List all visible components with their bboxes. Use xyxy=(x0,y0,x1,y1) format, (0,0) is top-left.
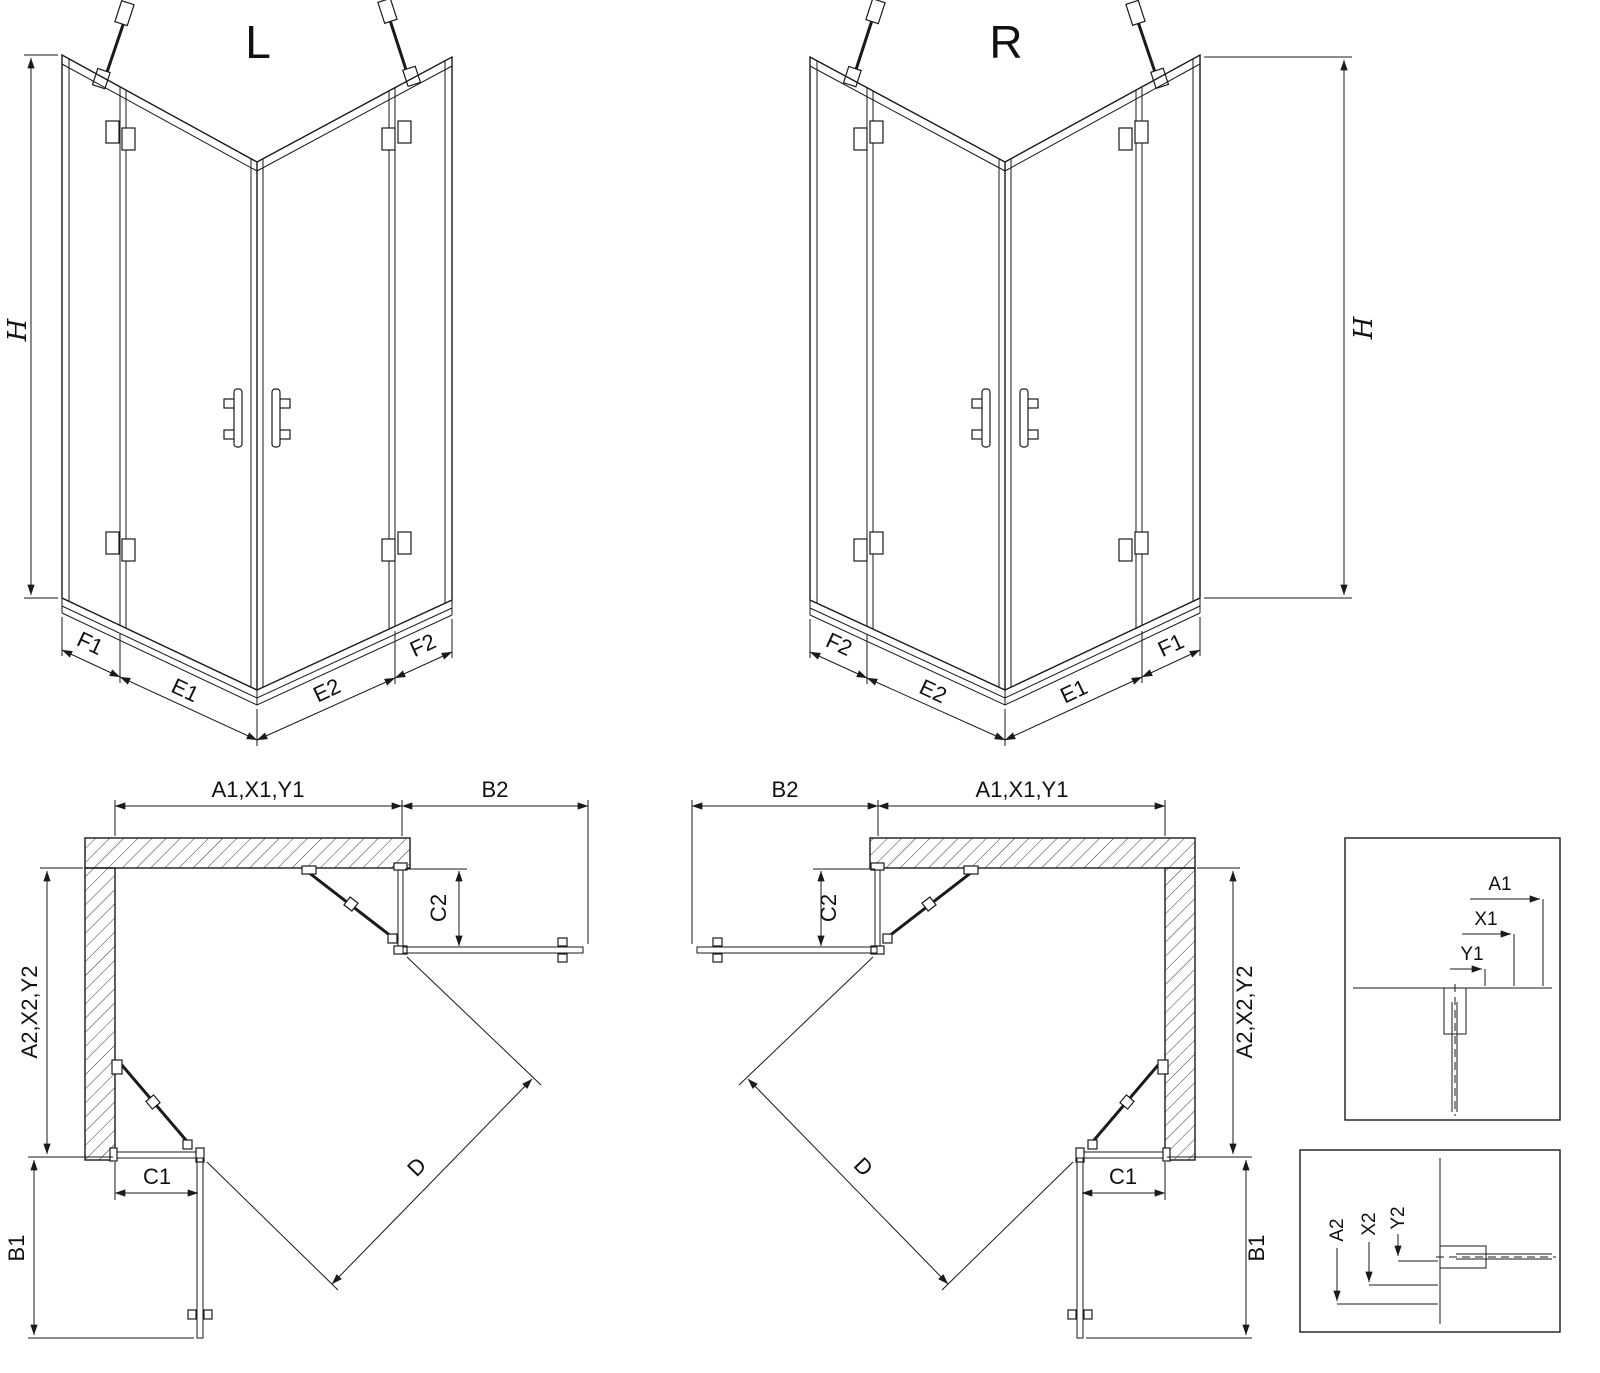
view-title-right: R xyxy=(989,16,1022,68)
detail-label-x1: X1 xyxy=(1474,909,1497,930)
detail-inset-horizontal-dims: A1 X1 Y1 xyxy=(1344,837,1561,1121)
dimension-b1: B1 xyxy=(1086,1159,1269,1339)
detail-label-a1: A1 xyxy=(1488,874,1511,895)
dimension-a1-top: A1,X1,Y1 xyxy=(114,777,403,836)
dim-label-c2-right-plan: C2 xyxy=(816,894,841,922)
support-rods xyxy=(842,0,1170,90)
dim-label-h-left: H xyxy=(3,317,33,342)
callout-a2: A2 xyxy=(1327,1218,1438,1305)
dim-label-d-left-plan: D xyxy=(402,1152,431,1181)
dim-label-b2-right-plan: B2 xyxy=(772,777,799,802)
dimension-d-diagonal: D xyxy=(738,956,1074,1291)
open-door-left xyxy=(696,937,878,963)
dimension-height: H xyxy=(1204,56,1379,599)
detail-inset-vertical-dims: A2 X2 Y2 xyxy=(1299,1149,1561,1333)
door-handles xyxy=(971,388,1039,448)
glass-panels xyxy=(809,53,1201,692)
view-title-left: L xyxy=(245,16,271,68)
callout-y1: Y1 xyxy=(1450,944,1486,986)
detail-label-y2: Y2 xyxy=(1388,1206,1409,1229)
callout-y2: Y2 xyxy=(1388,1206,1438,1262)
fixed-panel-right xyxy=(393,862,408,955)
open-door-bottom xyxy=(187,1157,213,1339)
detail-label-y1: Y1 xyxy=(1460,944,1483,965)
dim-label-b2-left-plan: B2 xyxy=(482,777,509,802)
dimension-b2: B2 xyxy=(691,777,879,944)
perspective-view-left: L xyxy=(3,0,453,746)
dimension-d-diagonal: D xyxy=(206,956,542,1291)
dim-label-f2-right-view: F2 xyxy=(822,627,856,661)
dimension-c1: C1 xyxy=(114,1162,199,1200)
dim-label-e1-left-view: E1 xyxy=(168,673,203,707)
dimension-a2-right: A2,X2,Y2 xyxy=(1167,867,1257,1158)
dimension-b1: B1 xyxy=(4,1159,194,1339)
dim-label-h-right: H xyxy=(1349,315,1379,340)
dim-label-c1-left-plan: C1 xyxy=(143,1164,171,1189)
dim-label-a2-group-right-plan: A2,X2,Y2 xyxy=(1232,966,1257,1059)
open-door-bottom xyxy=(1067,1157,1093,1339)
support-rod-top xyxy=(301,865,398,944)
building-walls xyxy=(84,837,411,1161)
plan-view-right: B2 A1,X1,Y1 C2 A2,X2,Y2 C1 B1 xyxy=(691,777,1269,1339)
building-walls xyxy=(869,837,1196,1161)
door-hinges xyxy=(105,120,412,562)
dim-label-d-right-plan: D xyxy=(849,1152,878,1181)
fixed-panel-bottom xyxy=(1075,1147,1171,1163)
dimension-height: H xyxy=(3,54,58,599)
open-door-right xyxy=(402,937,584,963)
dimension-c1: C1 xyxy=(1081,1162,1166,1200)
callout-x2: X2 xyxy=(1359,1212,1438,1286)
dim-label-e2-right-view: E2 xyxy=(916,674,951,708)
glass-panels xyxy=(61,53,453,692)
plan-view-left: A1,X1,Y1 B2 C2 A2,X2,Y2 C1 B1 xyxy=(4,777,589,1339)
perspective-view-right: R xyxy=(809,0,1379,746)
dimension-a1-top: A1,X1,Y1 xyxy=(877,777,1166,836)
callout-a1: A1 xyxy=(1470,874,1544,986)
dim-label-b1-left-plan: B1 xyxy=(4,1235,29,1262)
support-rod-top xyxy=(882,865,979,944)
door-hinges xyxy=(853,120,1149,562)
fixed-panel-bottom xyxy=(109,1147,205,1163)
support-rod-right xyxy=(1087,1059,1169,1150)
dim-label-b1-right-plan: B1 xyxy=(1244,1235,1269,1262)
dim-label-c2-left-plan: C2 xyxy=(426,894,451,922)
dim-label-f1-right-view: F1 xyxy=(1154,628,1188,662)
dimension-b2: B2 xyxy=(401,777,589,944)
support-rod-left xyxy=(111,1059,193,1150)
dimension-c2: C2 xyxy=(405,868,467,947)
detail-label-a2: A2 xyxy=(1327,1218,1348,1241)
door-handles xyxy=(223,388,291,448)
dimension-a2-left: A2,X2,Y2 xyxy=(17,867,113,1158)
fixed-panel-left xyxy=(870,862,885,955)
dim-label-c1-right-plan: C1 xyxy=(1109,1164,1137,1189)
dim-label-a1-group-left-plan: A1,X1,Y1 xyxy=(212,777,305,802)
dimension-c2: C2 xyxy=(813,868,875,947)
detail-label-x2: X2 xyxy=(1359,1212,1380,1235)
dim-label-a1-group-right-plan: A1,X1,Y1 xyxy=(976,777,1069,802)
dim-label-a2-group-left-plan: A2,X2,Y2 xyxy=(17,966,42,1059)
callout-x1: X1 xyxy=(1462,909,1515,986)
